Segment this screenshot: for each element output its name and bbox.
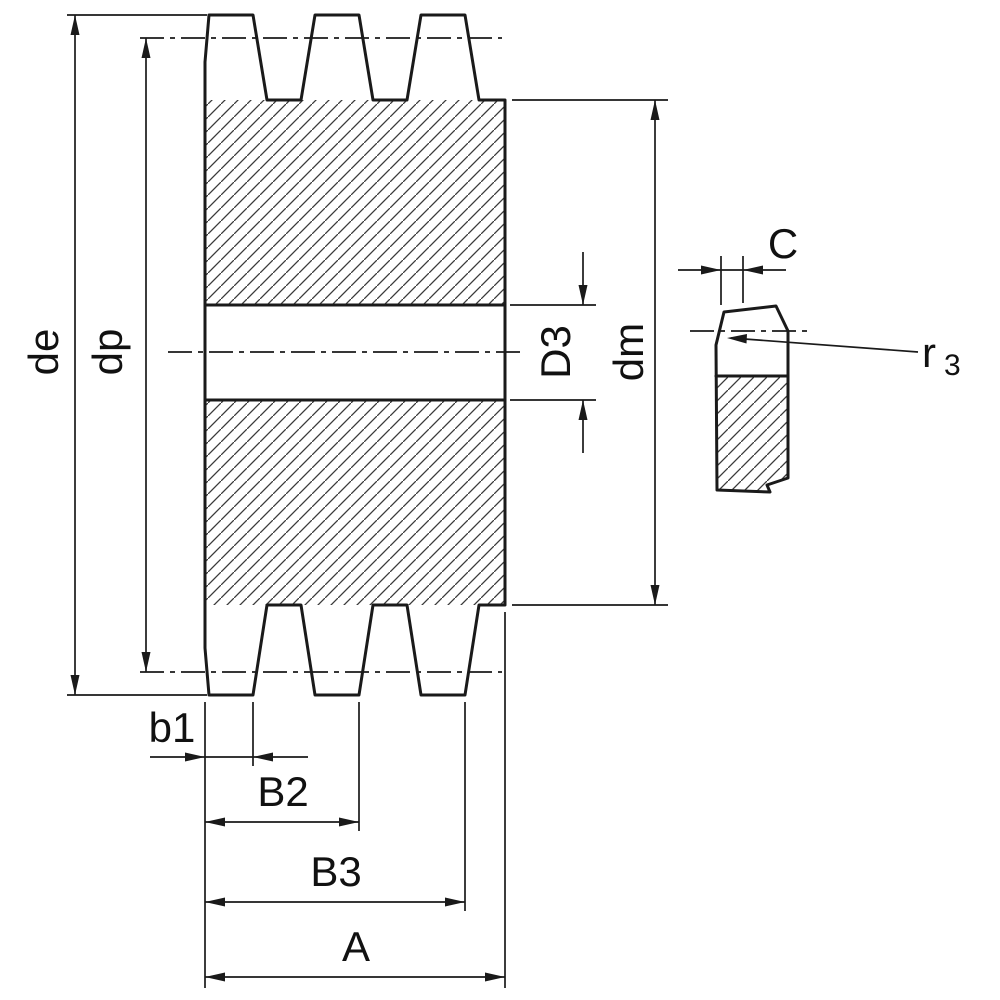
hatch-upper-body [205,100,505,305]
bottom-dimensions: b1 B2 B3 A [149,612,506,988]
hatch-tooth-detail [716,376,788,492]
dim-dm: dm [512,99,668,606]
dim-label-r-subscript: 3 [944,349,961,382]
dim-b1: b1 [149,704,308,762]
dim-dp: dp [84,38,151,672]
de-arrow-top [70,15,80,35]
dm-arrow-bottom [650,585,660,605]
b3-arrow-right [445,897,465,907]
dp-arrow-top [141,38,151,58]
sprocket-front-view [140,13,520,697]
c-arrow-right [743,265,763,275]
dm-arrow-top [650,100,660,120]
b1-arrow-right [253,752,273,762]
dim-label-de: de [20,329,67,376]
d3-arrow-bottom [578,400,588,420]
tooth-detail-view: C r 3 [678,220,961,494]
dim-label-dp: dp [84,329,131,376]
dim-label-b2: B2 [257,768,308,815]
dp-arrow-bottom [141,652,151,672]
b1-arrow-left [185,752,205,762]
dim-b2: B2 [205,768,359,827]
dim-c: C [678,220,798,305]
r3-arrowhead [727,334,747,344]
r3-leader-line [730,337,919,353]
b3-arrow-left [205,897,225,907]
a-arrow-right [485,972,505,982]
dim-label-b1: b1 [149,704,196,751]
b2-arrow-left [205,817,225,827]
de-arrow-bottom [70,675,80,695]
dim-de: de [20,14,207,696]
dim-label-c: C [768,220,798,267]
dim-label-d3: D3 [532,325,579,379]
d3-arrow-top [578,285,588,305]
a-arrow-left [205,972,225,982]
hatch-lower-body [205,400,505,605]
dim-label-a: A [342,923,370,970]
dim-b3: B3 [205,848,465,907]
dim-d3: D3 [510,252,596,453]
sprocket-outline [203,13,507,697]
dim-label-b3: B3 [310,848,361,895]
b2-arrow-right [339,817,359,827]
dim-a: A [205,923,505,982]
c-arrow-left [701,265,721,275]
tooth-detail-outline [714,304,790,494]
leader-r3: r 3 [727,329,961,382]
dim-label-r: r [922,329,936,376]
dim-label-dm: dm [605,323,652,381]
